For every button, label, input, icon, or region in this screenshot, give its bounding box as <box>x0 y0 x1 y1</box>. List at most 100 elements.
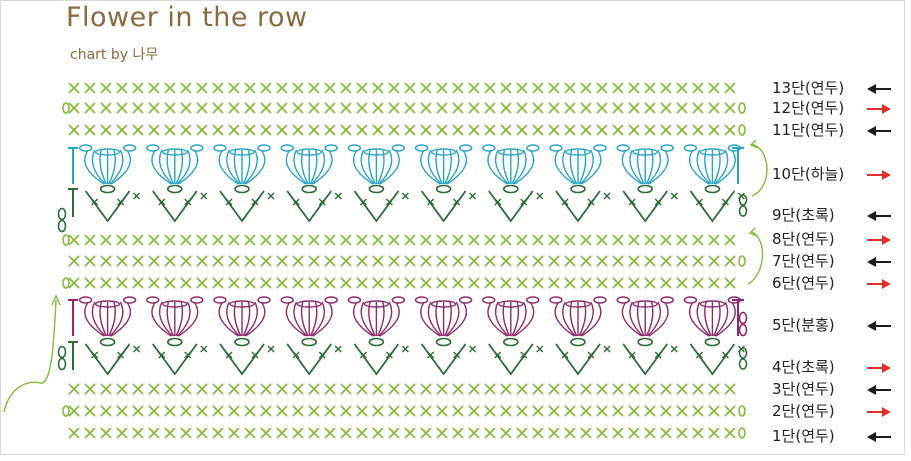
sc-stitch <box>436 124 448 136</box>
sc-stitch <box>612 102 624 114</box>
bobble-strand <box>293 149 308 185</box>
arrow-left-icon <box>867 257 891 267</box>
bobble-strand <box>300 149 309 185</box>
sc-stitch <box>516 255 528 267</box>
sc-stitch <box>133 192 141 200</box>
sc-stitch <box>308 277 320 289</box>
sc-stitch <box>644 82 656 94</box>
sc-stitch <box>228 383 240 395</box>
sc-stitch <box>148 427 160 439</box>
sc-stitch <box>84 124 96 136</box>
chain-stitch <box>549 296 563 304</box>
sc-stitch <box>164 255 176 267</box>
sc-stitch <box>469 192 477 200</box>
row-12-stitches <box>62 102 746 114</box>
bobble-strand <box>360 149 375 185</box>
chain-stitch <box>637 184 654 194</box>
sc-stitch <box>676 255 688 267</box>
sc-stitch <box>404 234 416 246</box>
chain-stitch <box>257 144 271 152</box>
bobble-top <box>94 300 121 308</box>
arrow-right-icon <box>867 363 891 373</box>
sc-stitch <box>660 255 672 267</box>
sc-stitch <box>628 383 640 395</box>
sc-stitch <box>292 124 304 136</box>
sc-stitch <box>436 102 448 114</box>
left-turn-chains <box>57 207 748 371</box>
sc-stitch <box>532 234 544 246</box>
row-label: 10단(하늘) <box>772 165 845 183</box>
sc-stitch <box>388 383 400 395</box>
bobble-strand <box>647 301 662 337</box>
chain-stitch <box>704 184 721 194</box>
sc-stitch <box>200 192 208 200</box>
bobble-strand <box>166 149 175 185</box>
row-label: 11단(연두) <box>772 121 845 139</box>
arrow-left-icon <box>867 385 891 395</box>
chain-stitch <box>62 277 70 289</box>
sc-stitch <box>436 82 448 94</box>
sc-stitch <box>84 234 96 246</box>
sc-stitch <box>356 277 368 289</box>
v-cross <box>225 198 259 206</box>
chain-stitch <box>660 144 674 152</box>
chain-stitch <box>167 184 183 194</box>
v-cross <box>695 198 729 206</box>
bobble-strand <box>309 301 318 337</box>
v-stitch <box>689 343 736 376</box>
v-stitch <box>84 190 131 223</box>
v-cross <box>494 198 528 206</box>
sc-stitch <box>180 255 192 267</box>
sc-stitch <box>100 427 112 439</box>
chain-stitch <box>660 296 674 304</box>
row-6-stitches <box>62 277 736 289</box>
bobble-strand <box>218 301 239 337</box>
bobble-strand <box>435 149 444 185</box>
sc-stitch <box>708 255 720 267</box>
sc-stitch <box>292 234 304 246</box>
bobble-strand <box>178 149 199 185</box>
chain-stitch <box>738 102 746 114</box>
sc-stitch <box>644 383 656 395</box>
sc-stitch <box>692 124 704 136</box>
sc-stitch <box>116 255 128 267</box>
bobble-strand <box>175 301 184 337</box>
sc-stitch <box>484 405 496 417</box>
chain-stitch <box>57 357 67 371</box>
sc-stitch <box>148 383 160 395</box>
sc-stitch <box>532 383 544 395</box>
sc-stitch <box>244 383 256 395</box>
v-stitch <box>488 190 534 223</box>
sc-stitch <box>484 255 496 267</box>
bobble-strand <box>84 301 105 337</box>
sc-stitch <box>548 405 560 417</box>
chain-stitch <box>301 337 318 347</box>
bobble-strand <box>645 149 654 185</box>
sc-stitch <box>84 82 96 94</box>
v-cross <box>158 351 192 359</box>
bobble-top <box>699 300 726 308</box>
sc-stitch <box>468 277 480 289</box>
sc-stitch <box>148 405 160 417</box>
bobble-strand <box>715 301 736 337</box>
bobble-strand <box>446 301 468 337</box>
row-11-stitches <box>68 124 746 136</box>
sc-stitch <box>84 405 96 417</box>
sc-stitch <box>276 427 288 439</box>
bobble-strand <box>569 301 578 337</box>
sc-stitch <box>132 255 144 267</box>
sc-stitch <box>276 255 288 267</box>
sc-stitch <box>628 405 640 417</box>
bobble-strand <box>562 301 577 337</box>
sc-stitch <box>228 82 240 94</box>
bobble-strand <box>110 301 132 337</box>
bobble-strand <box>636 149 645 185</box>
sc-stitch <box>132 82 144 94</box>
v-stitch <box>555 343 601 376</box>
chain-stitch <box>738 205 748 217</box>
sc-stitch <box>244 234 256 246</box>
bobble-strand <box>502 301 511 337</box>
sc-stitch <box>148 255 160 267</box>
bobble-strand <box>494 149 509 185</box>
row-label: 8단(연두) <box>772 230 835 248</box>
